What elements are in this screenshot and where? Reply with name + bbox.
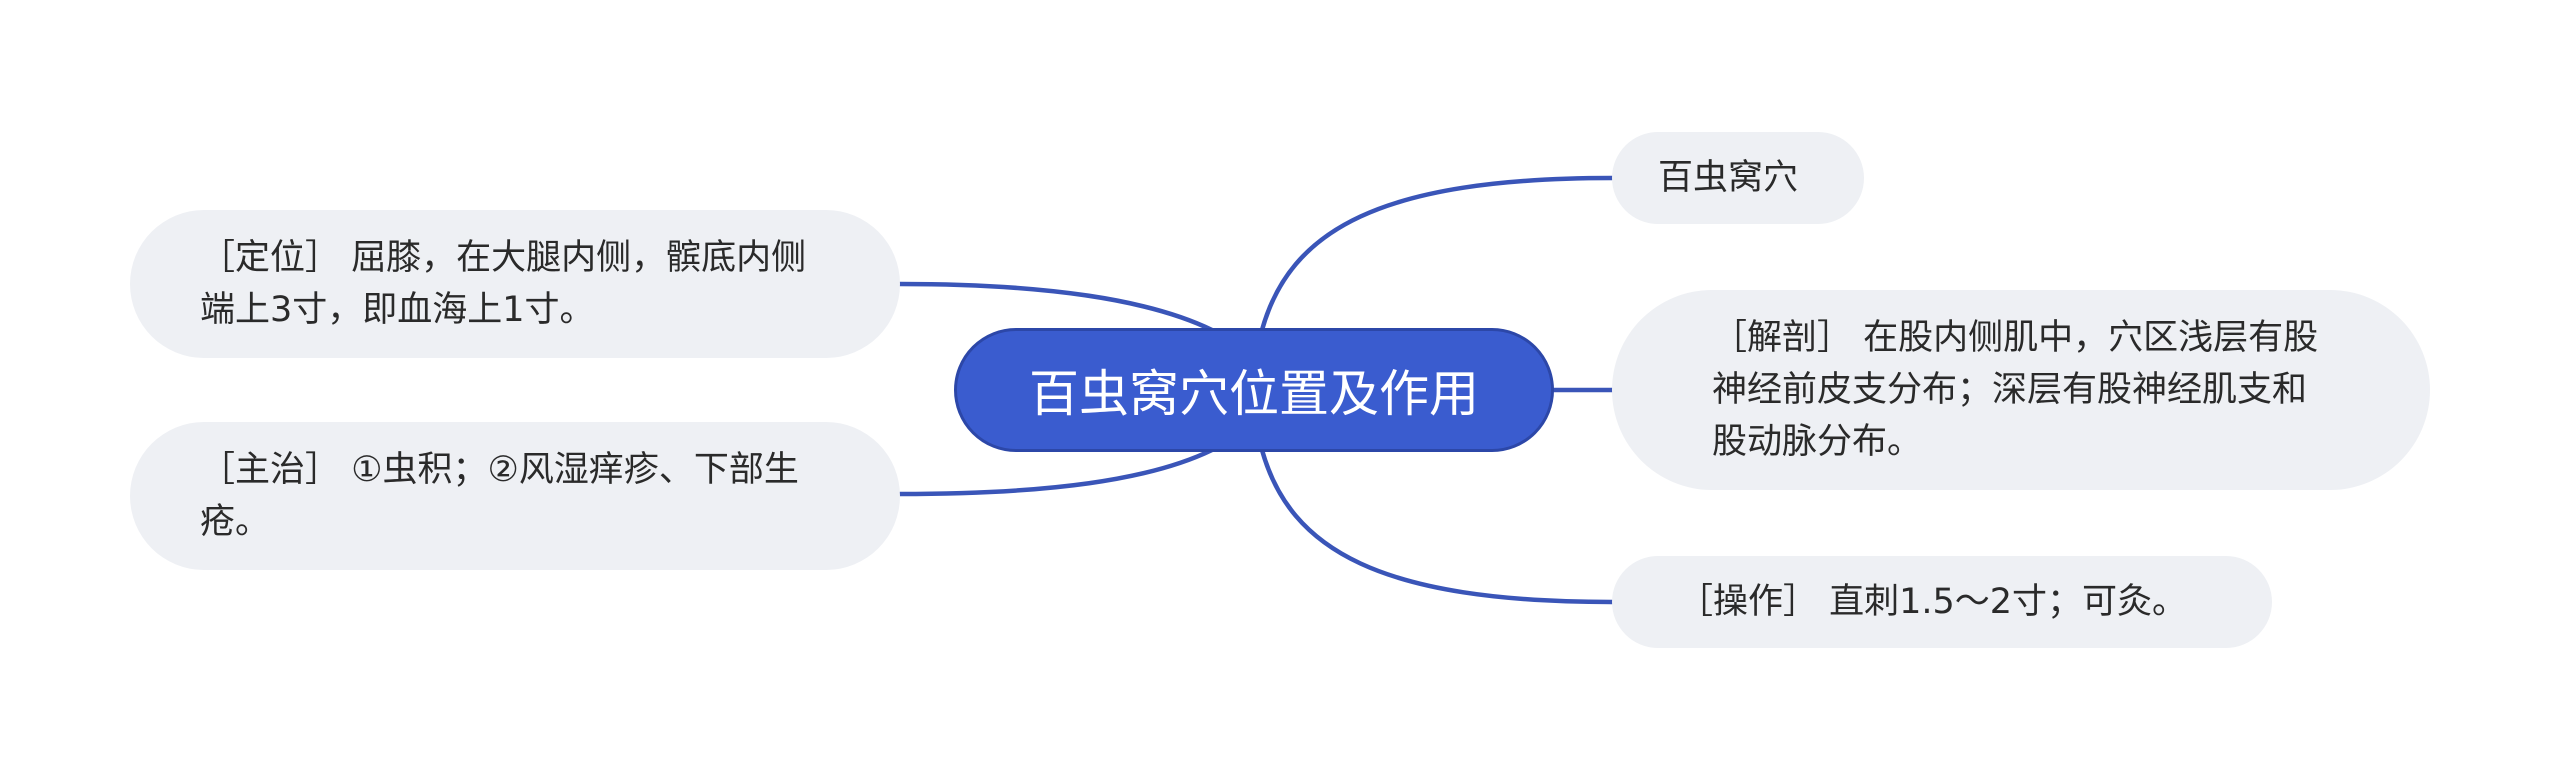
central-topic-title: 百虫窝穴位置及作用 <box>1029 365 1479 423</box>
branch-location[interactable]: ［定位］ 屈膝，在大腿内侧，髌底内侧端上3寸，即血海上1寸。 <box>130 210 900 358</box>
connector-indication <box>897 447 1215 497</box>
connector-location <box>897 281 1215 333</box>
central-topic[interactable]: 百虫窝穴位置及作用 <box>954 328 1554 452</box>
connector-name <box>1259 175 1615 333</box>
branch-anatomy[interactable]: ［解剖］ 在股内侧肌中，穴区浅层有股神经前皮支分布；深层有股神经肌支和股动脉分布… <box>1612 290 2430 490</box>
branch-name[interactable]: 百虫窝穴 <box>1612 132 1864 224</box>
branch-indication-text: ［主治］ ①虫积；②风湿痒疹、下部生疮。 <box>200 450 799 542</box>
branch-operation-text: ［操作］ 直刺1.5～2寸；可灸。 <box>1678 582 2188 622</box>
connector-operation <box>1259 447 1615 605</box>
branch-anatomy-text: ［解剖］ 在股内侧肌中，穴区浅层有股神经前皮支分布；深层有股神经肌支和股动脉分布… <box>1712 318 2319 462</box>
branch-operation[interactable]: ［操作］ 直刺1.5～2寸；可灸。 <box>1612 556 2272 648</box>
branch-location-text: ［定位］ 屈膝，在大腿内侧，髌底内侧端上3寸，即血海上1寸。 <box>200 238 807 330</box>
branch-indication[interactable]: ［主治］ ①虫积；②风湿痒疹、下部生疮。 <box>130 422 900 570</box>
branch-name-text: 百虫窝穴 <box>1658 158 1799 198</box>
